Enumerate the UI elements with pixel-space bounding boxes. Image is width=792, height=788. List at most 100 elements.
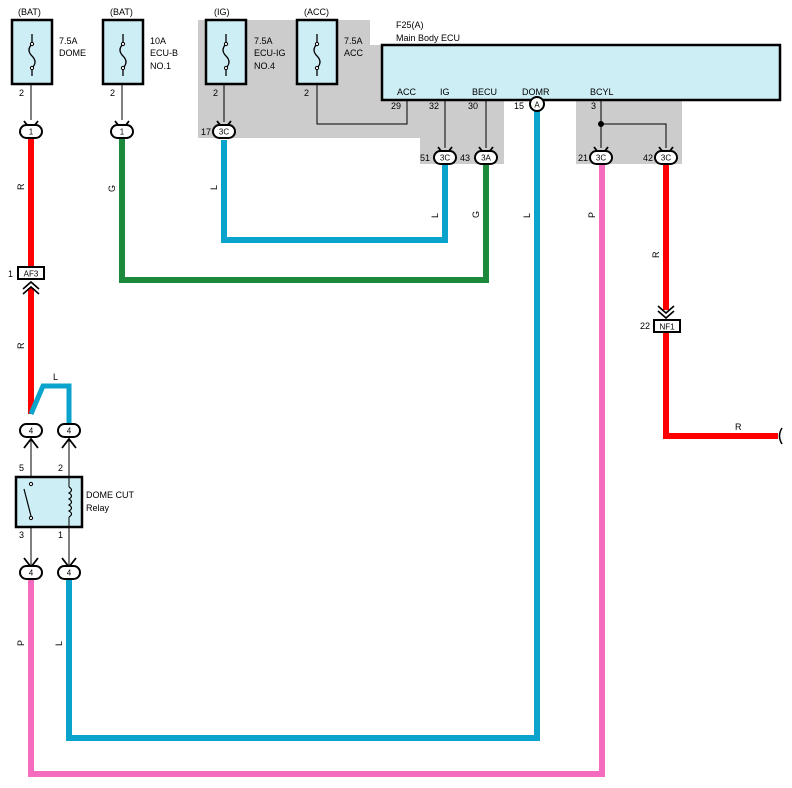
wire-label-becu-g: G	[471, 211, 481, 218]
wire-label-bcyl-p: P	[587, 212, 597, 218]
svg-text:42: 42	[643, 153, 653, 163]
wire-bcyl-pink	[28, 164, 605, 777]
wire-label-ig-l: L	[430, 213, 440, 218]
svg-text:3C: 3C	[596, 154, 606, 163]
main-body-ecu: F25(A) Main Body ECU ACC 29 IG 32 BECU 3…	[380, 20, 782, 111]
wire-label-dome-r-lower: R	[16, 342, 26, 349]
wire-acc-internal	[316, 94, 408, 125]
relay-coil	[67, 486, 73, 518]
svg-text:Relay: Relay	[86, 503, 110, 513]
svg-text:51: 51	[420, 153, 430, 163]
relay-switch-contact-top	[28, 481, 34, 487]
svg-text:AF3: AF3	[24, 270, 39, 279]
wire-label-ecub-g: G	[107, 185, 117, 192]
svg-text:4: 4	[67, 569, 72, 578]
connector-nf1: 22 NF1	[640, 305, 681, 333]
svg-text:BCYL: BCYL	[590, 87, 614, 97]
svg-text:3C: 3C	[661, 154, 671, 163]
svg-text:3C: 3C	[219, 128, 229, 137]
svg-text:1: 1	[58, 530, 63, 540]
wire-label-ecuig-l: L	[209, 185, 219, 190]
fuse-ecu-b: (BAT) 10A ECU-B NO.1 2	[101, 7, 178, 120]
relay-connector-bottom-left: 4	[19, 557, 43, 580]
svg-text:ECU-B: ECU-B	[150, 48, 178, 58]
svg-text:5: 5	[19, 463, 24, 473]
wire-relay-crossover	[28, 383, 72, 424]
svg-text:30: 30	[468, 101, 478, 111]
relay-switch-contact-bottom	[28, 515, 34, 521]
bcyl-splice-dot	[598, 121, 604, 127]
relay-switch-arm	[23, 488, 32, 517]
svg-text:17: 17	[201, 127, 211, 137]
fuse-acc: (ACC) 7.5A ACC 2	[295, 7, 364, 98]
wire-label-relay-l-top: L	[53, 372, 58, 382]
connector-af3: 1 AF3	[8, 266, 45, 295]
svg-text:ACC: ACC	[397, 87, 417, 97]
connector-bcyl-3c-42: 42 3C	[643, 146, 678, 165]
fuse-dome: (BAT) 7.5A DOME 2	[10, 7, 86, 120]
connector-becu-3a: 43 3A	[460, 146, 498, 165]
connector-domr-a: A	[529, 96, 545, 112]
junction-block-shade	[198, 20, 504, 164]
svg-text:4: 4	[67, 427, 72, 436]
svg-text:7.5A: 7.5A	[254, 36, 273, 46]
wire-label-relay-l-bottom: L	[54, 641, 64, 646]
svg-text:7.5A: 7.5A	[344, 36, 363, 46]
svg-text:ACC: ACC	[344, 48, 364, 58]
svg-text:(BAT): (BAT)	[18, 7, 41, 17]
svg-text:F25(A): F25(A)	[396, 20, 424, 30]
svg-text:15: 15	[514, 101, 524, 111]
connector-ig-3c: 51 3C	[420, 146, 457, 165]
svg-text:IG: IG	[440, 87, 450, 97]
svg-text:A: A	[534, 101, 540, 110]
svg-text:NO.1: NO.1	[150, 61, 171, 71]
svg-text:ECU-IG: ECU-IG	[254, 48, 286, 58]
svg-text:2: 2	[213, 88, 218, 98]
svg-text:1: 1	[8, 269, 13, 279]
svg-text:NO.4: NO.4	[254, 61, 275, 71]
connector-dome-1: 1	[19, 120, 43, 139]
svg-text:NF1: NF1	[659, 323, 675, 332]
svg-text:22: 22	[640, 321, 650, 331]
wire-label-nf1-r: R	[735, 422, 742, 432]
svg-text:3: 3	[19, 530, 24, 540]
svg-text:2: 2	[110, 88, 115, 98]
svg-text:DOME: DOME	[59, 48, 86, 58]
relay-connector-top-left: 4	[19, 423, 43, 449]
svg-text:(BAT): (BAT)	[110, 7, 133, 17]
svg-text:10A: 10A	[150, 36, 166, 46]
svg-text:1: 1	[29, 128, 34, 137]
svg-text:1: 1	[120, 128, 125, 137]
svg-text:BECU: BECU	[472, 87, 497, 97]
relay-connector-top-right: 4	[57, 423, 81, 449]
svg-text:(ACC): (ACC)	[304, 7, 329, 17]
relay-connector-bottom-right: 4	[57, 557, 81, 580]
svg-text:3C: 3C	[440, 154, 450, 163]
wire-label-domr-l: L	[522, 213, 532, 218]
connector-ecuig-3c: 17 3C	[201, 120, 236, 139]
wire-end-break	[778, 427, 783, 445]
svg-text:21: 21	[578, 153, 588, 163]
svg-text:29: 29	[391, 101, 401, 111]
fuse-ecu-ig: (IG) 7.5A ECU-IG NO.4 2	[204, 7, 286, 122]
svg-text:4: 4	[29, 427, 34, 436]
dome-cut-relay: 5 2 DOME CUT Relay 3 1	[14, 463, 134, 540]
svg-text:32: 32	[429, 101, 439, 111]
wire-label-bcyl-r: R	[651, 251, 661, 258]
svg-text:(IG): (IG)	[214, 7, 230, 17]
svg-text:Main Body ECU: Main Body ECU	[396, 33, 460, 43]
wire-ecub-green	[119, 138, 489, 283]
svg-text:43: 43	[460, 153, 470, 163]
svg-text:DOME CUT: DOME CUT	[86, 490, 134, 500]
connector-ecub-1: 1	[110, 120, 134, 139]
svg-text:3A: 3A	[481, 154, 491, 163]
svg-text:2: 2	[58, 463, 63, 473]
wire-label-relay-p: P	[16, 640, 26, 646]
wire-nf1-red	[663, 333, 778, 439]
svg-text:DOMR: DOMR	[522, 87, 550, 97]
wire-label-dome-r-upper: R	[16, 183, 26, 190]
svg-text:2: 2	[19, 88, 24, 98]
svg-text:7.5A: 7.5A	[59, 36, 78, 46]
wire-domr-blue	[66, 110, 540, 741]
